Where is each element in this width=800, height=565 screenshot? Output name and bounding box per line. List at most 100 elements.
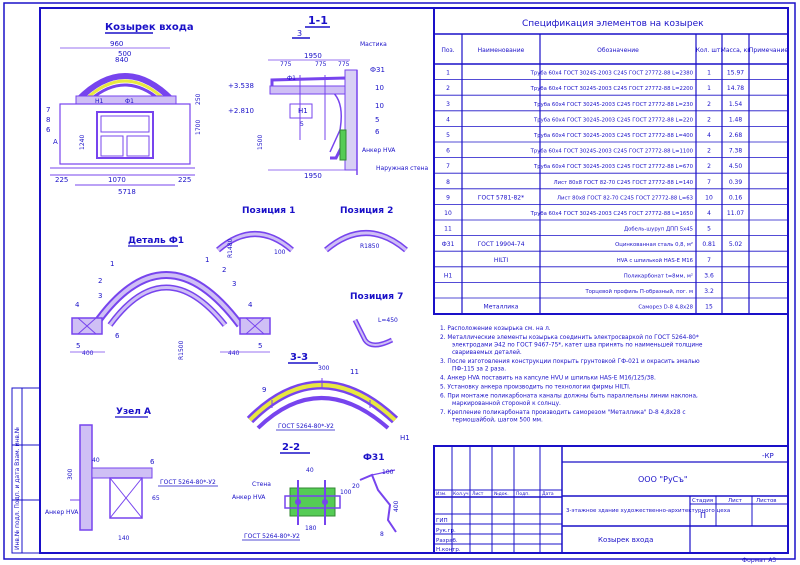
spec-cell: HVA с шпилькой HAS-E M16	[617, 257, 694, 264]
spec-title: Спецификация элементов на козырек	[522, 19, 704, 29]
stamp-stage-value: П	[700, 511, 706, 520]
spec-cell: 3	[446, 101, 450, 108]
detail-label-3: 3	[98, 292, 102, 300]
front-dim-500: 500	[118, 50, 131, 58]
binding-strip-text: Инв.№ подл. Подп. и дата Взам. инв.№	[14, 427, 21, 550]
note-item: 4. Анкер HVA поставить на капсуле HVU и …	[440, 376, 656, 382]
signature-role: Рук.гр.	[436, 528, 456, 534]
section-3-3: 3-3 300 11 9 H1 ГОСТ 5264-80*-У2	[246, 352, 410, 442]
spec-cell: 5.02	[729, 241, 743, 248]
pos1-title: Позиция 1	[242, 206, 295, 216]
spec-cell: Труба 60х4 ГОСТ 30245-2003 С245 ГОСТ 277…	[530, 211, 694, 217]
spec-cell: 15.97	[727, 70, 744, 77]
front-label-8: 8	[46, 116, 50, 124]
spec-row: Ф31 ГОСТ 19904-74 Оцинкованная сталь 0,8, …	[442, 241, 743, 248]
stamp-col-sheets: Листов	[756, 498, 777, 504]
spec-cell: 3.2	[704, 288, 714, 295]
detail-label-4: 4	[75, 301, 80, 309]
front-label-f1: Ф1	[125, 98, 134, 105]
spec-cell: 10	[705, 194, 713, 201]
detail-label-1b: 1	[205, 256, 209, 264]
note-item: 6. При монтаже поликарбоната каналы долж…	[440, 394, 698, 408]
sec11-mark: 3	[297, 29, 302, 38]
stamp-col-sheet: Лист	[728, 498, 743, 504]
detail-label-4b: 4	[248, 301, 253, 309]
spec-cell: 0.16	[729, 194, 743, 201]
spec-cell: Труба 60х4 ГОСТ 30245-2003 С245 ГОСТ 277…	[530, 71, 694, 77]
sec11-elev-bottom: +2.810	[228, 107, 254, 115]
spec-cell: Труба 60х4 ГОСТ 30245-2003 С245 ГОСТ 277…	[533, 133, 694, 139]
spec-table: Спецификация элементов на козырек Поз.На…	[433, 7, 789, 315]
spec-cell: Оцинкованная сталь 0,8, м²	[615, 241, 693, 248]
sec11-dim-775-b: 775	[315, 61, 327, 68]
detail-label-6: 6	[115, 332, 120, 340]
spec-cell: Добель-шуруп ДПП 5х45	[624, 227, 693, 233]
spec-cell: 4	[446, 116, 450, 123]
front-dim-960: 960	[110, 40, 123, 48]
nodeA-label-6: 6	[150, 458, 155, 466]
spec-cell: Ф31	[442, 241, 455, 248]
spec-cell: Саморез D-8 4,8х28	[638, 305, 693, 311]
note-item: 1. Расположение козырька см. на л.	[440, 326, 551, 332]
sec11-label-f1: Ф1	[287, 75, 296, 82]
position-1: Позиция 1 R1480 100	[216, 206, 295, 258]
spec-cell: 2	[707, 116, 711, 123]
spec-header-cell: Масса, кг	[721, 47, 751, 54]
spec-cell: 8	[446, 179, 450, 186]
spec-cell: Лист 80х8 ГОСТ 82-70 С245 ГОСТ 27772-88 …	[554, 180, 694, 186]
stamp-project: 3-этажное здание художественно-архитекту…	[566, 508, 730, 514]
front-dim-250: 250	[195, 93, 202, 105]
sec11-dim-775-a: 775	[280, 61, 292, 68]
sec11-note-mastic: Мастика	[360, 41, 387, 48]
pos7-title: Позиция 7	[350, 292, 403, 302]
detail-label-5: 5	[76, 342, 80, 350]
sec11-label-6: 6	[375, 128, 380, 136]
spec-cell: Труба 60х4 ГОСТ 30245-2003 С245 ГОСТ 277…	[530, 149, 694, 155]
f31-title: Ф31	[363, 453, 384, 463]
sec33-label-11: 11	[350, 368, 359, 376]
nodeA-anchor: Анкер HVA	[45, 509, 79, 516]
signature-role: ГИП	[436, 518, 448, 524]
sec33-title: 3-3	[290, 352, 308, 363]
spec-cell: Поликарбонат t=8мм, м²	[624, 272, 693, 279]
sec11-dim-775-c: 775	[338, 61, 350, 68]
sec11-title: 1-1	[308, 14, 328, 27]
detail-dim-400: 400	[82, 350, 94, 357]
spec-cell: ГОСТ 19904-74	[477, 241, 524, 248]
front-label-7: 7	[46, 106, 50, 114]
spec-cell: 9	[446, 194, 450, 201]
sec11-label-10b: 10	[375, 84, 384, 92]
note-item: 2. Металлические элементы козырька соеди…	[440, 334, 703, 356]
revision-header: Подп.	[516, 491, 530, 497]
sec11-dim-1950-bottom: 1950	[304, 172, 322, 180]
spec-cell: 4	[707, 210, 711, 217]
detail-label-3b: 3	[232, 280, 236, 288]
stamp-sheet-title: Козырек входа	[598, 536, 653, 544]
spec-cell: 7	[446, 163, 450, 170]
spec-cell: 2	[446, 85, 450, 92]
f31-dim-8: 8	[380, 531, 384, 538]
spec-cell: 1	[707, 70, 711, 77]
spec-cell: 7.38	[729, 148, 743, 155]
stamp-company: ООО "РуСъ"	[638, 475, 688, 484]
spec-cell: 1.48	[729, 116, 743, 123]
spec-header-cell: Обозначение	[597, 47, 639, 54]
sec11-elev-top: +3.538	[228, 82, 254, 90]
stamp-format: Формат А3	[742, 557, 776, 564]
revision-header: Изм.	[436, 491, 447, 497]
detail-label-5b: 5	[258, 342, 262, 350]
sec11-dim-1500: 1500	[257, 135, 264, 150]
f31-dim-20: 20	[352, 483, 360, 490]
spec-cell: 5	[446, 132, 450, 139]
sec11-label-5b: 5	[300, 121, 304, 128]
sec22-anchor: Анкер HVA	[232, 494, 266, 501]
spec-cell: 11.07	[727, 210, 744, 217]
spec-cell: Торцевой профиль П-образный, пог. м	[584, 288, 693, 295]
binding-strip: Инв.№ подл. Подп. и дата Взам. инв.№	[11, 387, 41, 554]
position-7: Позиция 7 L=450	[350, 292, 403, 348]
note-item: 3. После изготовления конструкции покрыт…	[440, 358, 700, 373]
spec-cell: 1	[446, 70, 450, 77]
sec11-note-wall: Наружная стена	[376, 165, 428, 172]
